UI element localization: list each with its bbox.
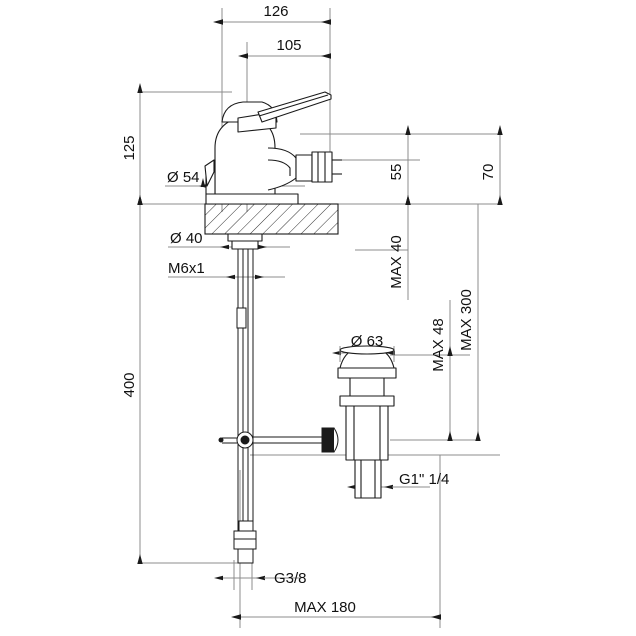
label-400: 400 <box>121 372 138 397</box>
label-70: 70 <box>480 164 497 181</box>
label-max300: MAX 300 <box>458 289 475 351</box>
label-dia54: Ø 54 <box>167 169 200 186</box>
g38-thread-end <box>237 548 254 564</box>
label-126: 126 <box>263 3 288 20</box>
label-max40: MAX 40 <box>388 235 405 288</box>
label-max48: MAX 48 <box>430 318 447 371</box>
mixer-base-flange <box>205 193 299 205</box>
waste-tailpiece <box>354 459 382 499</box>
hose-mid-ferrule <box>236 307 247 329</box>
popup-waste-assembly <box>337 345 397 499</box>
hose-lower-ferrule <box>238 520 254 532</box>
label-55: 55 <box>388 164 405 181</box>
label-125: 125 <box>121 135 138 160</box>
label-g38: G3/8 <box>274 570 307 587</box>
label-max180: MAX 180 <box>294 599 356 616</box>
label-g114: G1" 1/4 <box>399 471 449 488</box>
label-dia40: Ø 40 <box>170 230 203 247</box>
waste-neck <box>349 377 385 397</box>
waste-cap-top <box>339 345 395 355</box>
lift-rod-bushing <box>321 427 335 453</box>
popup-lift-rod-linkage <box>218 427 339 453</box>
dimension-labels: 126 105 125 400 Ø 54 Ø 40 M6x1 Ø 63 G3/8… <box>121 3 497 616</box>
waste-upper-flange <box>337 367 397 379</box>
waste-lower-flange <box>339 395 395 407</box>
side-lever <box>204 159 215 187</box>
spout-outlet <box>295 154 313 182</box>
waste-body-cylinder <box>345 405 389 461</box>
aerator-collar <box>311 151 333 183</box>
supply-hose-assembly <box>233 249 257 564</box>
mounting-nut <box>231 240 259 250</box>
countertop-section <box>204 203 339 235</box>
label-m6x1: M6x1 <box>168 260 205 277</box>
bidet-mixer-body <box>204 91 342 250</box>
label-105: 105 <box>276 37 301 54</box>
hose-coupling-nut <box>233 530 257 550</box>
under-counter-washer <box>227 233 263 242</box>
label-dia63: Ø 63 <box>351 333 384 350</box>
